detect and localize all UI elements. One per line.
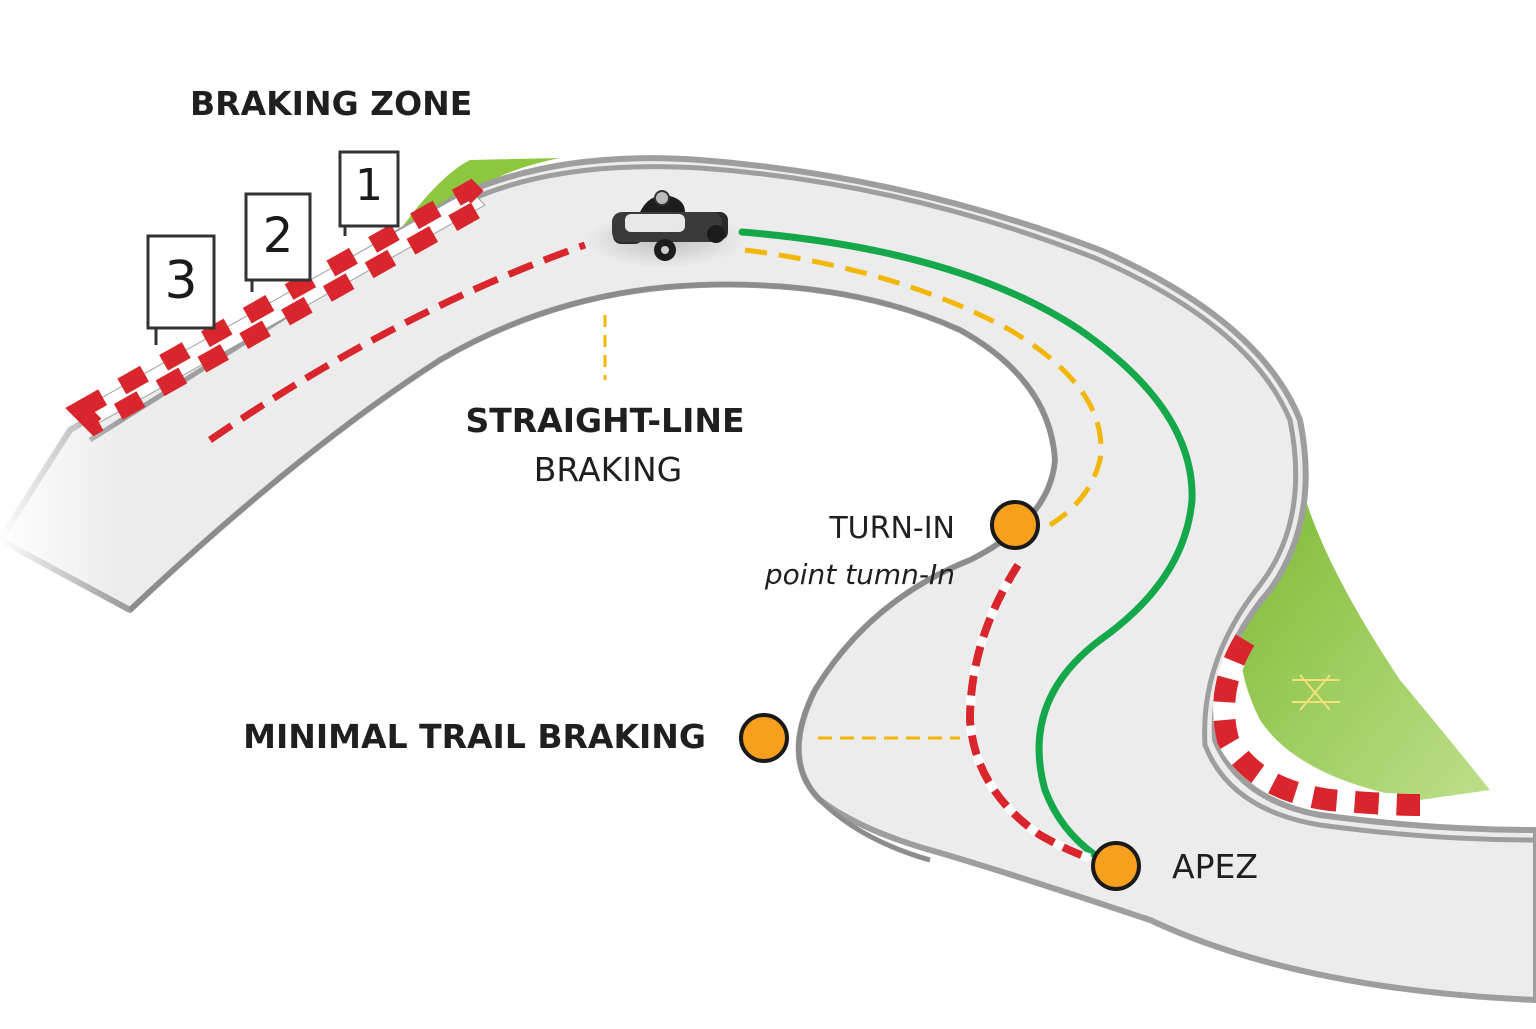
turn-in-marker-icon bbox=[990, 500, 1040, 550]
go-kart-icon bbox=[585, 190, 745, 268]
racing-line bbox=[738, 228, 1196, 859]
fade-left bbox=[0, 380, 120, 680]
straight-line-label-2: BRAKING bbox=[534, 450, 682, 489]
board-1-label: 1 bbox=[355, 160, 383, 211]
track-outer-edge bbox=[88, 164, 1536, 843]
apex-marker-icon bbox=[1091, 841, 1141, 891]
board-2-label: 2 bbox=[263, 208, 294, 264]
braking-line bbox=[208, 241, 587, 443]
braking-board-2: 2 bbox=[244, 192, 312, 292]
turn-in-sub-label: point tumn-In bbox=[764, 558, 955, 591]
turn-in-label: TURN-IN bbox=[828, 511, 955, 546]
braking-board-3: 3 bbox=[146, 234, 216, 345]
straight-line-label-1: STRAIGHT-LINE bbox=[465, 401, 744, 440]
grass-target-icon bbox=[1292, 674, 1340, 711]
guide-line-turn-in bbox=[744, 247, 1104, 528]
trail-braking-line-red bbox=[965, 562, 1092, 862]
track-inner-edge bbox=[128, 282, 1058, 863]
minimal-trail-marker-icon bbox=[739, 713, 789, 763]
kerb-top bbox=[65, 178, 500, 437]
braking-zone-label: BRAKING ZONE bbox=[190, 84, 472, 123]
board-3-label: 3 bbox=[164, 251, 197, 311]
kerb-right-stripes bbox=[1213, 634, 1421, 816]
grass-right bbox=[1240, 480, 1490, 800]
grass-top bbox=[400, 158, 560, 230]
apex-label: APEZ bbox=[1172, 847, 1258, 886]
minimal-trail-label: MINIMAL TRAIL BRAKING bbox=[243, 717, 706, 756]
braking-board-1: 1 bbox=[338, 150, 400, 236]
